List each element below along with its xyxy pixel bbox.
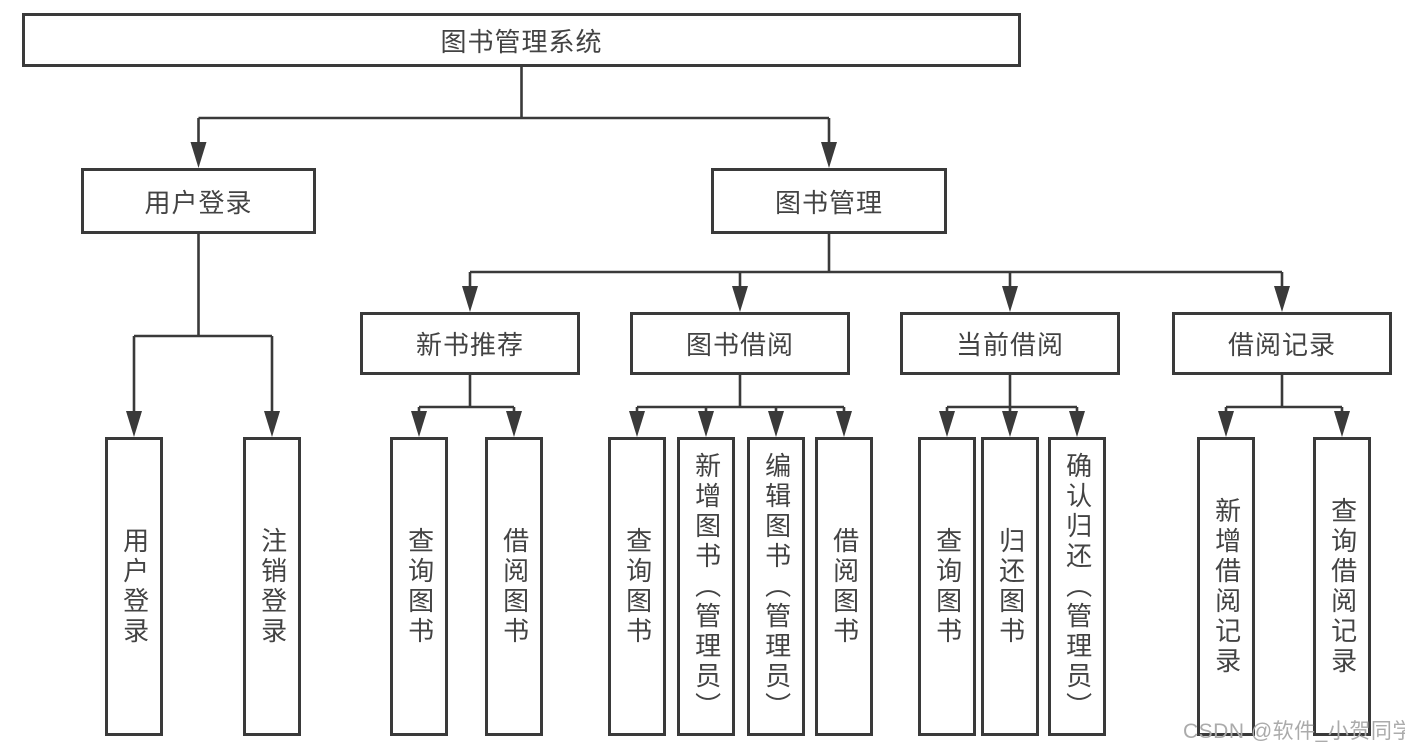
leaf-label: 用户登录 [119,526,150,647]
connector-newbook-to-leaves [417,375,516,419]
leaf-query-books-recommend: 查询图书 [390,437,448,736]
leaf-label: 确认归还（管理员） [1062,451,1093,722]
arrowhead [462,286,478,312]
arrowhead [264,411,280,437]
leaf-confirm-return-admin: 确认归还（管理员） [1048,437,1106,736]
arrowhead [629,411,645,437]
leaf-label: 归还图书 [995,526,1026,647]
arrowhead [1274,286,1290,312]
node-book-borrowing: 图书借阅 [630,312,850,375]
arrowhead [698,411,714,437]
arrowhead [732,286,748,312]
leaf-label: 查询图书 [622,526,653,647]
node-new-book-recommendation: 新书推荐 [360,312,580,375]
arrowhead [836,411,852,437]
leaf-add-borrow-record: 新增借阅记录 [1197,437,1255,736]
arrowhead [411,411,427,437]
arrowhead [1069,411,1085,437]
leaf-label: 新增借阅记录 [1211,496,1242,677]
connector-root-to-level1 [197,67,831,148]
connector-borrowing-to-leaves [635,375,846,419]
leaf-label: 借阅图书 [829,526,860,647]
arrowhead [506,411,522,437]
arrowhead [768,411,784,437]
arrowhead [126,411,142,437]
connector-records-to-leaves [1224,375,1344,419]
leaf-label: 借阅图书 [499,526,530,647]
leaf-edit-book-admin: 编辑图书（管理员） [747,437,805,736]
leaf-query-borrow-record: 查询借阅记录 [1313,437,1371,736]
leaf-add-book-admin: 新增图书（管理员） [677,437,735,736]
leaf-query-books-current: 查询图书 [918,437,976,736]
leaf-label: 注销登录 [257,526,288,647]
arrowhead [190,142,207,168]
leaf-borrow-books-recommend: 借阅图书 [485,437,543,736]
node-current-borrowing: 当前借阅 [900,312,1120,375]
node-borrowing-records: 借阅记录 [1172,312,1392,375]
connector-bookmgmt-to-level2 [468,234,1284,292]
leaf-user-login: 用户登录 [105,437,163,736]
csdn-watermark: CSDN @软件_小贺同学 [1183,720,1405,743]
arrowhead [1334,411,1350,437]
arrowhead [939,411,955,437]
arrowhead [1002,286,1018,312]
leaf-label: 查询图书 [932,526,963,647]
leaf-logout: 注销登录 [243,437,301,736]
leaf-query-books-borrow: 查询图书 [608,437,666,736]
node-library-management-system: 图书管理系统 [22,13,1021,67]
arrowhead [1218,411,1234,437]
node-user-login: 用户登录 [81,168,316,234]
leaf-label: 新增图书（管理员） [691,451,722,722]
connector-userlogin-to-leaves [132,234,274,419]
leaf-label: 查询借阅记录 [1327,496,1358,677]
leaf-label: 查询图书 [404,526,435,647]
leaf-return-book: 归还图书 [981,437,1039,736]
node-book-management: 图书管理 [711,168,947,234]
arrowhead [1002,411,1018,437]
leaf-label: 编辑图书（管理员） [761,451,792,722]
leaf-borrow-books: 借阅图书 [815,437,873,736]
arrowhead [821,142,837,168]
